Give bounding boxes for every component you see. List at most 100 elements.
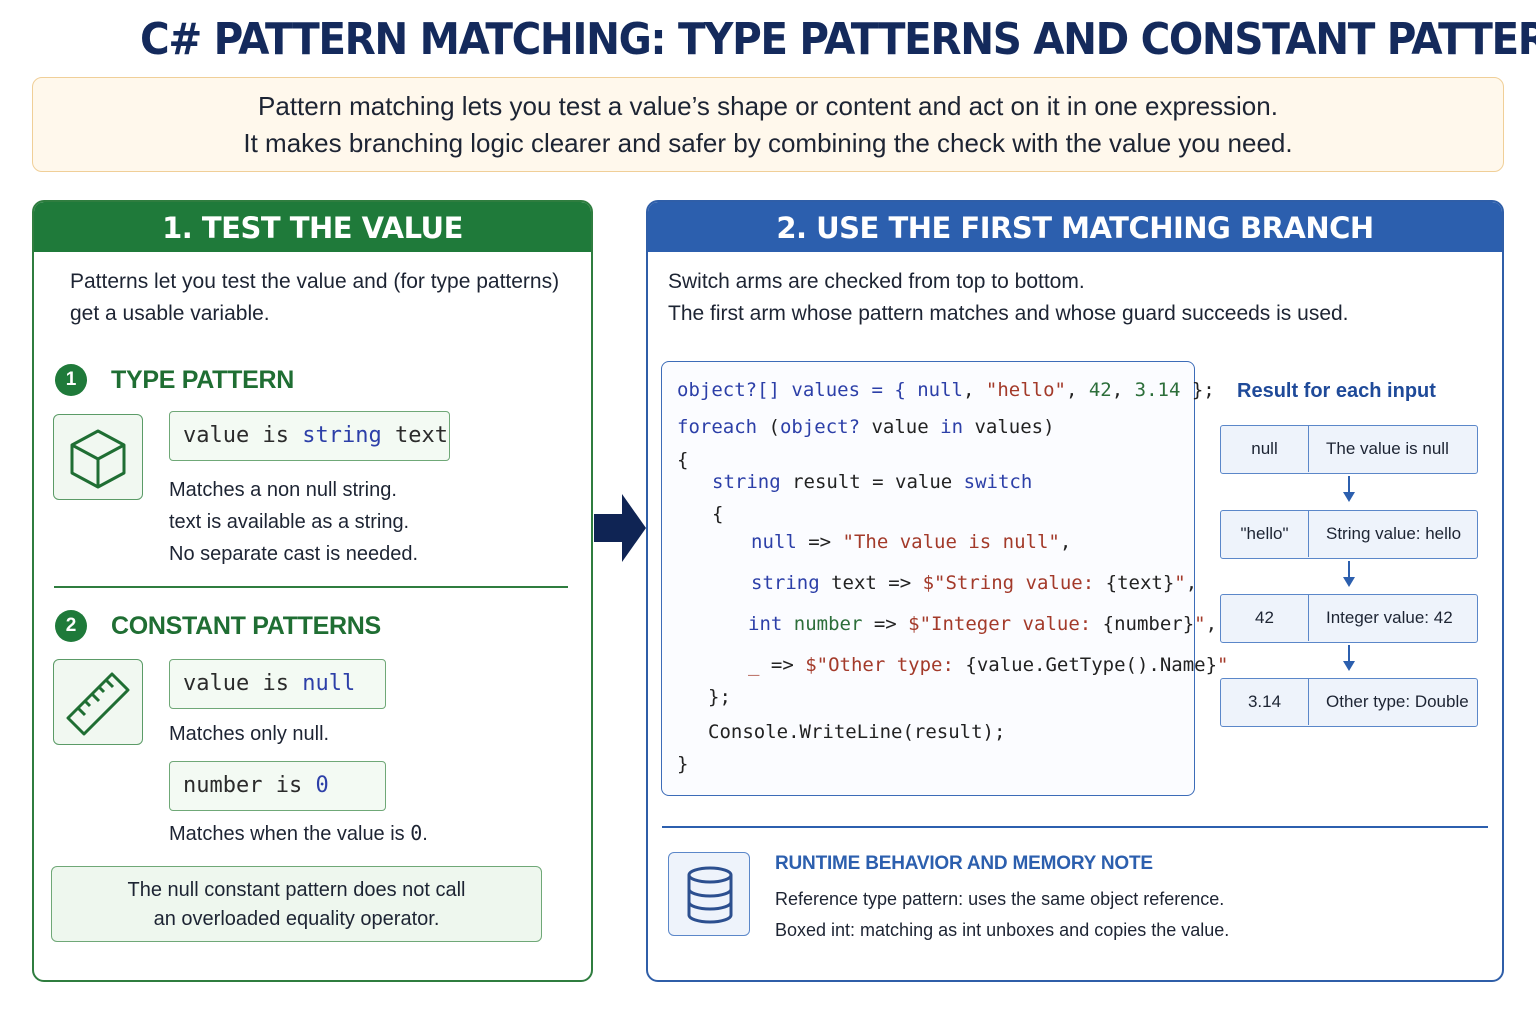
code-l7-str: $"String value: (922, 572, 1106, 594)
result-input: "hello" (1221, 511, 1309, 557)
flow-arrow-icon (594, 494, 646, 562)
zero-note-code: 0 (410, 821, 423, 845)
type-code-is: is (262, 423, 289, 448)
code-line-7: string text => $"String value: {text}", (751, 572, 1197, 594)
code-l2-type: object? (779, 416, 861, 438)
result-output: The value is null (1326, 439, 1449, 458)
code-l6-arrow: => (796, 531, 843, 553)
code-l1-null: null (917, 379, 963, 401)
code-l1-hello: "hello" (985, 379, 1066, 401)
test-value-desc-line-2: get a usable variable. (70, 302, 270, 325)
zero-note-prefix: Matches when the value is (169, 823, 411, 845)
zero-note-suffix: . (422, 823, 428, 845)
result-row-314: 3.14 Other type: Double (1220, 678, 1478, 727)
code-l7-text: text => (819, 572, 923, 594)
code-l8-arrow: => (862, 613, 909, 635)
code-l4-string: string (712, 471, 781, 493)
null-code-value: value (183, 671, 250, 696)
code-l6-null: null (751, 531, 797, 553)
intro-line-1: Pattern matching lets you test a value’s… (258, 91, 1278, 121)
code-line-8: int number => $"Integer value: {number}"… (748, 613, 1217, 635)
code-l2-foreach: foreach (677, 416, 758, 438)
left-divider (54, 586, 568, 588)
zero-code-zero: 0 (315, 773, 329, 798)
result-row-null: null The value is null (1220, 425, 1478, 474)
type-note-2: text is available as a string. (169, 511, 410, 533)
type-note-1: Matches a non null string. (169, 479, 397, 501)
runtime-notes: Reference type pattern: uses the same ob… (775, 884, 1229, 946)
type-code-value: value (183, 423, 250, 448)
code-l1-decl: object?[] values = { (677, 379, 918, 401)
type-code-text: text (394, 423, 448, 448)
code-l2-paren: ( (757, 416, 780, 438)
intro-box: Pattern matching lets you test a value’s… (32, 77, 1504, 172)
code-l8-number: number (782, 613, 863, 635)
down-arrow-icon (1343, 645, 1355, 671)
code-line-2: foreach (object? value in values) (677, 416, 1055, 438)
runtime-line-1: Reference type pattern: uses the same ob… (775, 889, 1225, 909)
code-l7-quote: " (1174, 572, 1186, 594)
database-icon (668, 852, 750, 936)
code-l9-interp: {value.GetType().Name} (965, 654, 1218, 676)
null-operator-callout: The null constant pattern does not call … (51, 866, 542, 942)
code-line-10: }; (708, 686, 731, 708)
test-value-description: Patterns let you test the value and (for… (70, 266, 559, 330)
code-l2-values: values) (963, 416, 1055, 438)
result-output: Integer value: 42 (1326, 608, 1453, 627)
switch-code-block (661, 361, 1195, 796)
code-line-1: object?[] values = { null, "hello", 42, … (677, 379, 1215, 401)
code-line-11: Console.WriteLine(result); (708, 721, 1006, 743)
code-l1-sep1: , (962, 379, 986, 401)
result-input: 3.14 (1221, 679, 1309, 725)
code-l2-var: value (860, 416, 941, 438)
constant-patterns-badge: 2 (55, 610, 87, 642)
first-match-desc-line-1: Switch arms are checked from top to bott… (668, 270, 1085, 293)
intro-line-2: It makes branching logic clearer and saf… (243, 128, 1293, 158)
zero-pattern-note: Matches when the value is 0. (169, 817, 428, 850)
code-l9-arrow: => (759, 654, 806, 676)
code-l1-end: }; (1180, 379, 1215, 401)
callout-line-2: an overloaded equality operator. (153, 908, 440, 930)
test-value-heading: 1. TEST THE VALUE (34, 202, 591, 252)
code-l4-result: result = value (780, 471, 964, 493)
null-pattern-code: value is null (169, 659, 386, 709)
test-value-panel: 1. TEST THE VALUE (32, 200, 593, 982)
results-title: Result for each input (1237, 380, 1436, 402)
result-input: null (1221, 426, 1309, 472)
result-row-42: 42 Integer value: 42 (1220, 594, 1478, 643)
zero-code-is: is (275, 773, 303, 798)
result-row-hello: "hello" String value: hello (1220, 510, 1478, 559)
callout-line-1: The null constant pattern does not call (127, 879, 466, 901)
code-l7-string: string (751, 572, 820, 594)
code-l6-str: "The value is null" (842, 531, 1060, 553)
code-l1-sep2: , (1065, 379, 1089, 401)
ruler-icon (53, 659, 143, 745)
null-code-is: is (262, 671, 289, 696)
code-l8-quote: " (1194, 613, 1206, 635)
result-output: String value: hello (1326, 524, 1462, 543)
code-l7-interp: {text} (1105, 572, 1175, 594)
code-l1-sep3: , (1111, 379, 1135, 401)
null-pattern-note: Matches only null. (169, 723, 330, 745)
result-input: 42 (1221, 595, 1309, 641)
code-l7-comma: , (1185, 572, 1198, 594)
type-pattern-title: TYPE PATTERN (111, 366, 294, 394)
code-l8-interp: {number} (1102, 613, 1195, 635)
result-output: Other type: Double (1326, 692, 1469, 711)
runtime-line-2: Boxed int: matching as int unboxes and c… (775, 920, 1230, 940)
right-divider (662, 826, 1488, 828)
code-line-4: string result = value switch (712, 471, 1032, 493)
code-l2-in: in (940, 416, 964, 438)
first-match-heading: 2. USE THE FIRST MATCHING BRANCH (648, 202, 1502, 252)
first-match-desc-line-2: The first arm whose pattern matches and … (668, 302, 1349, 325)
test-value-desc-line-1: Patterns let you test the value and (for… (70, 270, 560, 293)
code-l8-comma: , (1205, 613, 1218, 635)
type-code-string: string (302, 423, 382, 448)
code-l9-str: $"Other type: (805, 654, 966, 676)
runtime-title: RUNTIME BEHAVIOR AND MEMORY NOTE (775, 853, 1153, 874)
zero-pattern-code: number is 0 (169, 761, 386, 811)
code-line-3: { (677, 449, 689, 471)
code-l9-quote: " (1217, 654, 1229, 676)
code-l1-314: 3.14 (1134, 379, 1181, 401)
code-line-9: _ => $"Other type: {value.GetType().Name… (748, 654, 1229, 676)
